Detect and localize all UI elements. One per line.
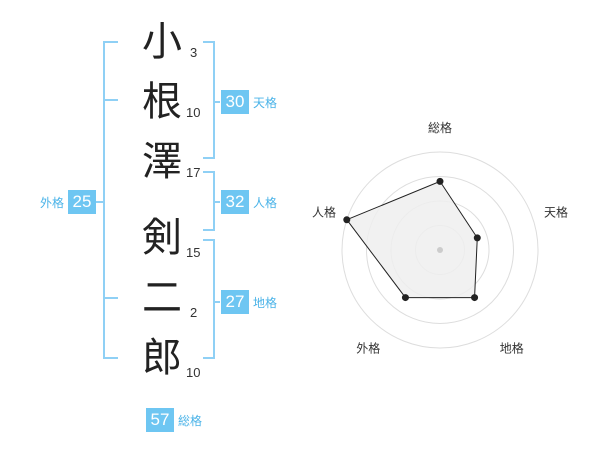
gaikaku-value: 25 xyxy=(68,190,97,214)
name-char-4: 剣 xyxy=(142,215,182,261)
stroke-count-3: 17 xyxy=(186,165,201,180)
radar-point-4 xyxy=(401,294,409,302)
radar-point-3 xyxy=(471,294,479,302)
radar-ring xyxy=(341,151,539,349)
chikaku-bracket xyxy=(203,239,215,359)
radar-point-1 xyxy=(436,177,444,185)
stroke-count-2: 10 xyxy=(186,105,201,120)
chikaku-badge: 27 地格 xyxy=(221,290,277,314)
soukaku-badge: 57 総格 xyxy=(146,408,202,432)
jinkaku-label: 人格 xyxy=(253,195,278,210)
radar-axis-label: 総格 xyxy=(428,120,452,135)
name-char-1: 小 xyxy=(142,19,182,65)
radar-point-2 xyxy=(473,234,481,242)
jinkaku-badge: 32 人格 xyxy=(221,190,277,214)
tenkaku-badge: 30 天格 xyxy=(221,90,277,114)
name-char-5: 二 xyxy=(142,275,182,321)
radar-point-5 xyxy=(343,216,351,224)
stroke-count-1: 3 xyxy=(190,45,198,60)
radar-center-dot xyxy=(437,247,443,253)
chikaku-label: 地格 xyxy=(253,295,278,310)
radar-area xyxy=(346,180,478,299)
gaikaku-label: 外格 xyxy=(40,195,65,210)
gaikaku-badge: 外格 25 xyxy=(40,190,97,214)
radar-axis-label: 天格 xyxy=(544,204,568,219)
jinkaku-value: 32 xyxy=(221,190,249,214)
name-char-2: 根 xyxy=(142,79,182,125)
name-char-6: 郎 xyxy=(142,335,182,381)
stroke-count-6: 10 xyxy=(186,365,201,380)
stroke-count-5: 2 xyxy=(190,305,198,320)
radar-ring xyxy=(366,176,514,324)
radar-axis-label: 人格 xyxy=(312,204,336,219)
radar-axis-label: 外格 xyxy=(356,341,380,356)
chikaku-value: 27 xyxy=(221,290,249,314)
tenkaku-label: 天格 xyxy=(253,95,278,110)
gaikaku-bracket xyxy=(103,41,118,359)
tenkaku-bracket xyxy=(203,41,215,159)
soukaku-value: 57 xyxy=(146,408,174,432)
radar-axis-label: 地格 xyxy=(500,341,524,356)
name-char-3: 澤 xyxy=(142,139,182,185)
soukaku-label: 総格 xyxy=(178,413,203,428)
stroke-count-4: 15 xyxy=(186,245,201,260)
tenkaku-value: 30 xyxy=(221,90,249,114)
